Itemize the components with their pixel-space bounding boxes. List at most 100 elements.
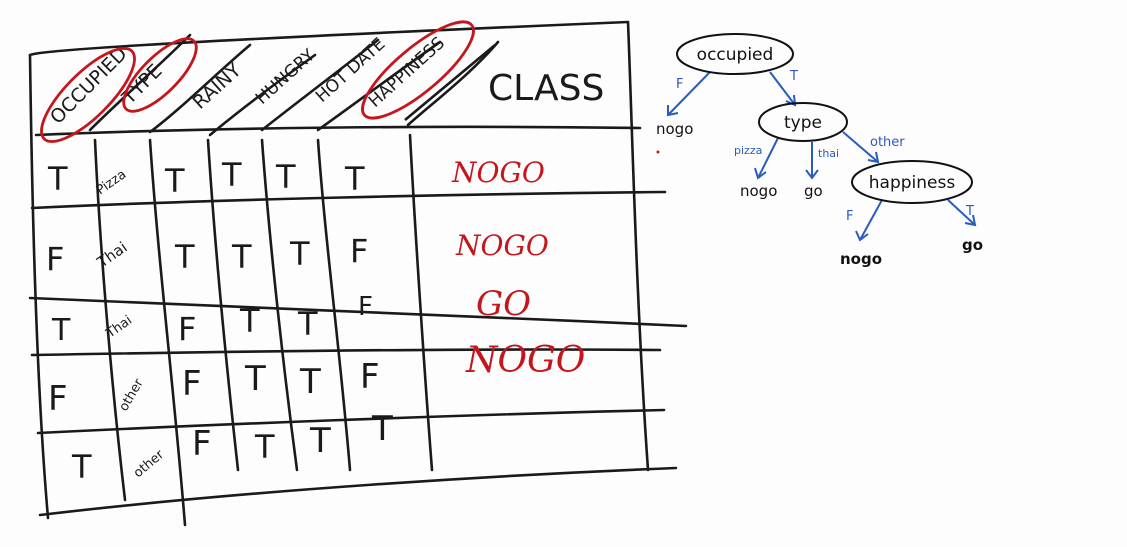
cell-type: other bbox=[116, 376, 147, 414]
decision-tree: occupied type happiness nogo nogo go nog… bbox=[656, 33, 983, 268]
edge-label-type-pizza: pizza bbox=[734, 144, 762, 157]
cell-class: GO bbox=[476, 284, 531, 324]
node-label: type bbox=[784, 113, 822, 133]
header-divider-3 bbox=[208, 53, 317, 137]
cell-rainy: T bbox=[174, 238, 195, 276]
arrowhead bbox=[754, 167, 767, 180]
tree-node-type: type bbox=[758, 102, 848, 142]
table-left-border bbox=[28, 53, 50, 520]
cell-class: NOGO bbox=[455, 229, 549, 262]
leaf-type-thai: go bbox=[804, 182, 823, 200]
cell-class: NOGO bbox=[451, 156, 545, 189]
cell-hungry: T bbox=[221, 156, 242, 194]
cell-hungry: T bbox=[231, 238, 252, 276]
header-class: CLASS bbox=[488, 68, 604, 109]
cell-rainy: T bbox=[164, 162, 185, 200]
row-line-4 bbox=[36, 408, 666, 435]
col-line-5 bbox=[316, 138, 352, 472]
leaf-happiness-t: go bbox=[962, 236, 983, 254]
node-ellipse bbox=[851, 160, 973, 204]
node-label: occupied bbox=[697, 45, 774, 65]
table-right-border bbox=[626, 20, 650, 472]
cell-occupied: F bbox=[48, 379, 68, 419]
edge-label-happiness-f: F bbox=[846, 209, 853, 224]
tree-node-root: occupied bbox=[676, 33, 794, 75]
table-row: F other F T T F NOGO bbox=[48, 340, 585, 419]
table-grid bbox=[28, 20, 688, 527]
node-ellipse bbox=[758, 102, 848, 142]
leaf-type-pizza: nogo bbox=[740, 182, 777, 200]
cell-class: NOGO bbox=[465, 340, 585, 381]
cell-happiness: T bbox=[371, 409, 393, 449]
cell-hot-date: T bbox=[297, 305, 318, 343]
row-line-5 bbox=[38, 466, 678, 517]
header-highlights bbox=[40, 20, 475, 143]
cell-occupied: T bbox=[51, 313, 71, 348]
edge-label-root-f: F bbox=[676, 77, 683, 92]
table-body: T Pizza T T T T NOGO F Thai T T T F NOGO… bbox=[46, 156, 585, 486]
cell-happiness: F bbox=[360, 357, 380, 397]
cell-hot-date: T bbox=[299, 362, 321, 402]
cell-type: other bbox=[131, 447, 168, 481]
tree-edges bbox=[667, 71, 977, 242]
circle-type bbox=[122, 37, 198, 113]
cell-occupied: T bbox=[71, 448, 92, 486]
col-line-2 bbox=[148, 138, 187, 527]
stray-red-dot bbox=[656, 150, 660, 154]
header-bottom-line bbox=[34, 125, 642, 137]
cell-rainy: F bbox=[182, 364, 202, 404]
node-ellipse bbox=[676, 33, 794, 75]
arrowhead bbox=[867, 151, 880, 164]
row-line-3 bbox=[30, 348, 662, 357]
edge-label-type-thai: thai bbox=[818, 147, 839, 160]
header-divider-1 bbox=[88, 33, 192, 132]
edge-label-root-t: T bbox=[789, 69, 798, 84]
edge-label-happiness-t: T bbox=[965, 204, 974, 219]
arrowhead bbox=[667, 105, 679, 117]
table-row: T Pizza T T T T NOGO bbox=[47, 156, 545, 200]
happiness-strike-line bbox=[404, 44, 496, 121]
col-line-6 bbox=[408, 133, 434, 472]
table-row: F Thai T T T F NOGO bbox=[46, 229, 549, 278]
edge-happiness-f bbox=[859, 199, 883, 241]
node-label: happiness bbox=[869, 173, 956, 193]
cell-happiness: F bbox=[350, 232, 368, 270]
leaf-happiness-f: nogo bbox=[840, 250, 882, 268]
cell-type: Thai bbox=[93, 238, 130, 272]
header-hungry: HUNGRY bbox=[252, 45, 320, 109]
row-line-1 bbox=[30, 190, 667, 210]
header-divider-6 bbox=[406, 40, 500, 127]
header-divider-5 bbox=[316, 40, 442, 132]
cell-happiness: F bbox=[358, 292, 373, 322]
cell-type: Pizza bbox=[94, 167, 129, 198]
edge-label-type-other: other bbox=[870, 135, 905, 150]
header-rainy: RAINY bbox=[189, 59, 246, 114]
arrowhead bbox=[785, 94, 797, 107]
edge-type-pizza bbox=[757, 137, 779, 179]
cell-happiness: T bbox=[344, 160, 365, 198]
arrowhead bbox=[964, 214, 977, 227]
circle-happiness bbox=[361, 20, 475, 120]
edge-root-t bbox=[769, 71, 796, 106]
edge-type-other bbox=[842, 131, 879, 163]
cell-hungry: T bbox=[244, 359, 266, 399]
cell-occupied: F bbox=[46, 240, 64, 278]
arrowhead bbox=[855, 230, 869, 242]
cell-hot-date: T bbox=[309, 421, 331, 461]
cell-rainy: F bbox=[192, 424, 212, 464]
table-row: T Thai F T T F GO bbox=[51, 284, 531, 348]
circle-occupied bbox=[40, 47, 136, 143]
cell-hungry: T bbox=[254, 428, 275, 466]
table-headers: OCCUPIED TYPE RAINY HUNGRY HOT DATE HAPP… bbox=[46, 33, 604, 128]
cell-hot-date: T bbox=[289, 235, 310, 273]
header-divider-4 bbox=[260, 38, 380, 132]
edge-root-f bbox=[667, 71, 711, 116]
cell-rainy: F bbox=[178, 310, 196, 348]
col-line-4 bbox=[260, 138, 299, 472]
header-occupied: OCCUPIED bbox=[46, 43, 132, 129]
header-divider-2 bbox=[148, 43, 252, 134]
cell-hungry: T bbox=[239, 302, 260, 340]
arrowhead bbox=[805, 169, 819, 180]
